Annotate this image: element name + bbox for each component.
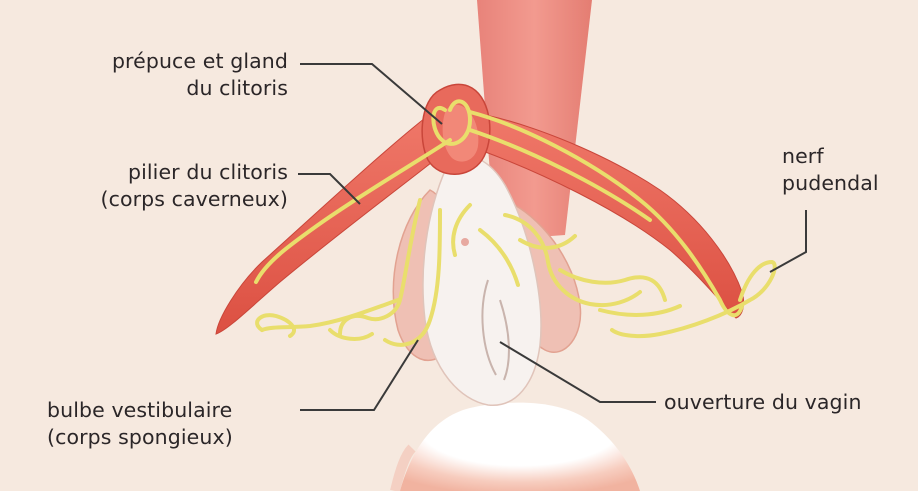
label-prepuce-gland: prépuce et gland du clitoris [30,48,288,102]
label-pilier: pilier du clitoris (corps caverneux) [30,159,288,213]
pelvic-opening [400,403,640,491]
label-bulbe-line2: (corps spongieux) [47,424,307,451]
label-nerf: nerf pudendal [782,143,902,197]
leader-prepuce [300,64,442,124]
label-nerf-line1: nerf [782,143,902,170]
label-ouverture-line1: ouverture du vagin [664,389,912,416]
label-prepuce-gland-line2: du clitoris [30,75,288,102]
label-bulbe-line1: bulbe vestibulaire [47,397,307,424]
label-prepuce-gland-line1: prépuce et gland [30,48,288,75]
label-bulbe: bulbe vestibulaire (corps spongieux) [47,397,307,451]
label-ouverture: ouverture du vagin [664,389,912,416]
label-nerf-line2: pudendal [782,170,902,197]
leader-bulbe [300,340,418,410]
label-pilier-line1: pilier du clitoris [30,159,288,186]
label-pilier-line2: (corps caverneux) [30,186,288,213]
